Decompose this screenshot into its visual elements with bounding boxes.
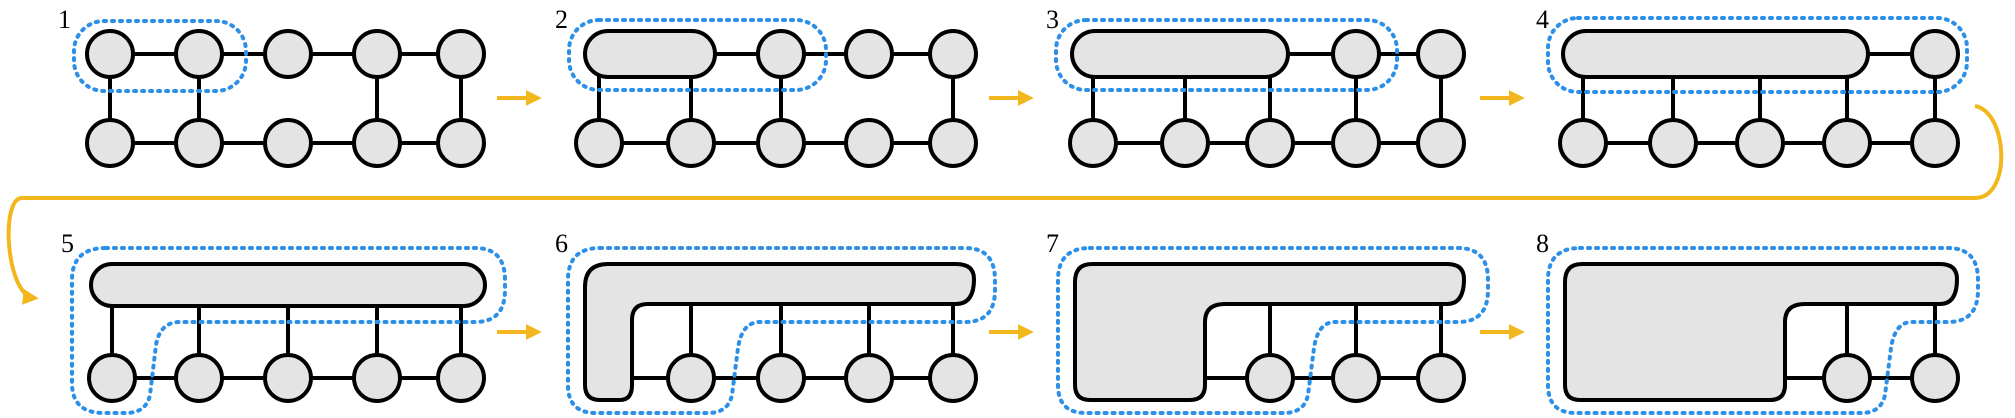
panel-number-4: 4 xyxy=(1536,5,1549,34)
node xyxy=(87,353,137,403)
panel-5: 5 xyxy=(61,229,507,415)
panel-number-6: 6 xyxy=(555,229,568,258)
node xyxy=(1822,353,1872,403)
node xyxy=(85,29,135,79)
selection-boundary xyxy=(1546,16,1969,94)
panel-5-nodes xyxy=(87,262,487,403)
node xyxy=(174,118,224,168)
panel-6: 6 xyxy=(555,229,997,415)
node xyxy=(1910,353,1960,403)
node xyxy=(436,353,486,403)
merged-node xyxy=(583,29,717,79)
node xyxy=(844,29,894,79)
node xyxy=(436,118,486,168)
panel-number-5: 5 xyxy=(61,229,74,258)
selection-boundary xyxy=(70,246,507,415)
merged-node xyxy=(1073,262,1467,402)
panel-number-1: 1 xyxy=(58,5,71,34)
panel-3-nodes xyxy=(1068,29,1466,168)
panel-6-nodes xyxy=(583,262,978,403)
merged-node xyxy=(1563,262,1960,402)
node xyxy=(1416,353,1466,403)
node xyxy=(1416,118,1466,168)
node xyxy=(844,353,894,403)
panel-number-2: 2 xyxy=(555,5,568,34)
node xyxy=(436,29,486,79)
node xyxy=(756,29,806,79)
merged-node xyxy=(89,262,487,308)
node xyxy=(1245,353,1295,403)
panel-number-8: 8 xyxy=(1536,229,1549,258)
node xyxy=(1558,118,1608,168)
node xyxy=(1160,118,1210,168)
node xyxy=(1910,118,1960,168)
node xyxy=(1416,29,1466,79)
panel-2: 2 xyxy=(555,5,978,168)
selection-boundary xyxy=(1056,246,1490,415)
node xyxy=(85,118,135,168)
node xyxy=(263,118,313,168)
selection-boundary xyxy=(72,19,248,93)
node xyxy=(928,29,978,79)
wraparound-flow-arrow xyxy=(6,104,2004,305)
node xyxy=(666,118,716,168)
node xyxy=(174,353,224,403)
merged-node xyxy=(1561,29,1870,79)
node xyxy=(1822,118,1872,168)
node xyxy=(1735,118,1785,168)
node xyxy=(1331,29,1381,79)
node xyxy=(1648,118,1698,168)
node xyxy=(756,353,806,403)
node xyxy=(263,353,313,403)
panel-8-nodes xyxy=(1563,262,1960,403)
selection-boundary xyxy=(1054,18,1399,92)
merged-node xyxy=(583,262,977,402)
panel-7: 7 xyxy=(1046,229,1490,415)
panel-3: 3 xyxy=(1046,5,1466,168)
panel-2-nodes xyxy=(574,29,978,168)
node xyxy=(352,353,402,403)
panel-1: 1 xyxy=(58,5,486,168)
node xyxy=(174,29,224,79)
node xyxy=(844,118,894,168)
node xyxy=(1068,118,1118,168)
node xyxy=(1245,118,1295,168)
node xyxy=(574,118,624,168)
node xyxy=(1331,118,1381,168)
node xyxy=(1910,29,1960,79)
selection-boundary xyxy=(567,18,828,92)
panel-4-nodes xyxy=(1558,29,1960,168)
node xyxy=(928,353,978,403)
node xyxy=(352,29,402,79)
panel-8: 8 xyxy=(1536,229,1980,415)
panel-1-nodes xyxy=(85,29,486,168)
panel-number-7: 7 xyxy=(1046,229,1059,258)
node xyxy=(756,118,806,168)
selection-boundary xyxy=(1546,246,1980,415)
node xyxy=(1331,353,1381,403)
node xyxy=(263,29,313,79)
panel-4: 4 xyxy=(1536,5,1969,168)
panel-7-nodes xyxy=(1073,262,1467,403)
node xyxy=(352,118,402,168)
panel-number-3: 3 xyxy=(1046,5,1059,34)
node xyxy=(666,353,716,403)
merged-node xyxy=(1070,29,1290,79)
selection-boundary xyxy=(566,246,997,415)
node xyxy=(928,118,978,168)
